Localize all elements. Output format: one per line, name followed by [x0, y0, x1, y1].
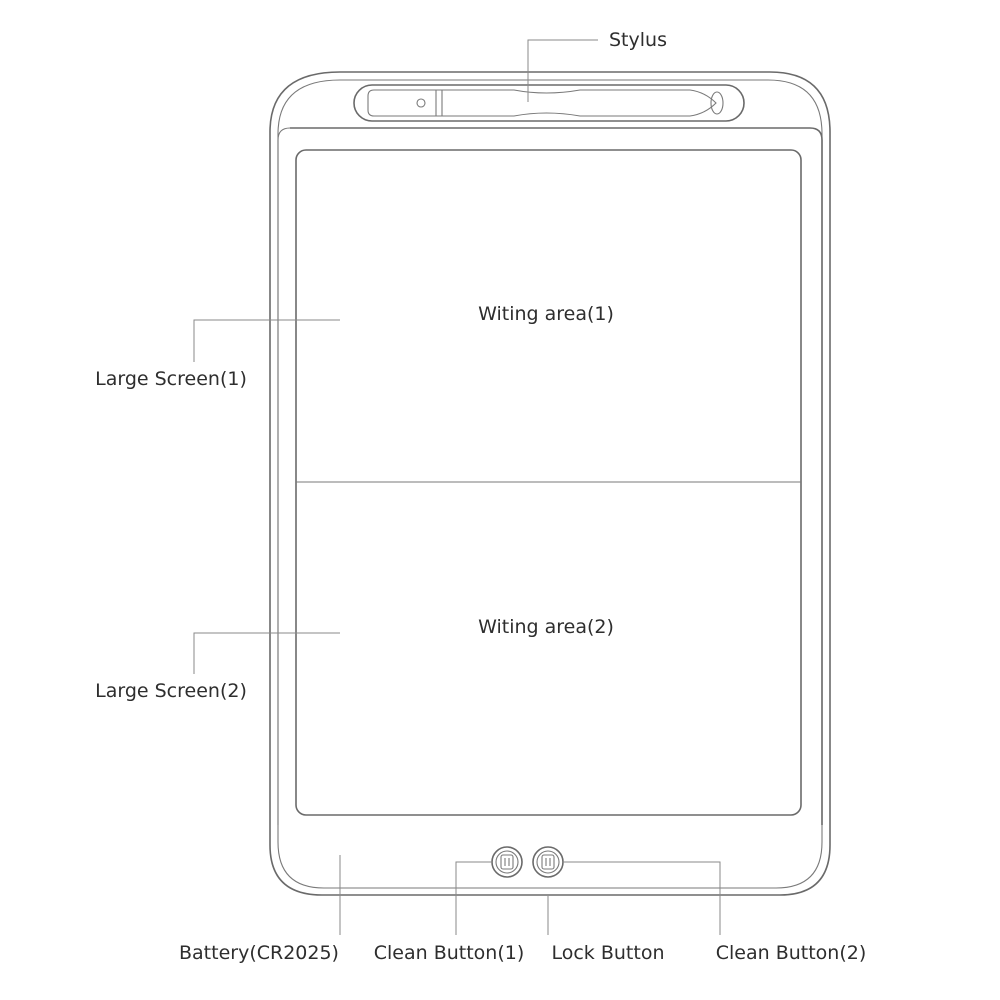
stylus-slot-outline — [353, 84, 745, 122]
label-battery: Battery(CR2025) — [179, 942, 339, 964]
writing-screen: Witing area(1) Witing area(2) — [295, 149, 802, 816]
writing-area-1-label: Witing area(1) — [478, 303, 614, 325]
tablet-outer-frame — [269, 71, 831, 896]
leader-large-screen-2 — [193, 632, 340, 674]
stylus-clip-dot — [416, 98, 426, 108]
leader-clean-button-2 — [563, 861, 721, 935]
clean-button-1[interactable] — [491, 846, 523, 878]
leader-large-screen-1 — [193, 319, 340, 362]
writing-area-2-label: Witing area(2) — [478, 616, 614, 638]
label-large-screen-2: Large Screen(2) — [95, 680, 247, 702]
callout-labels: Stylus Large Screen(1) Large Screen(2) B… — [95, 29, 866, 964]
leader-lines — [193, 39, 721, 935]
screen-bezel — [290, 127, 823, 825]
stylus-body[interactable] — [367, 89, 717, 117]
label-large-screen-1: Large Screen(1) — [95, 368, 247, 390]
tablet-body — [269, 71, 831, 896]
screen-bezel-left — [277, 127, 291, 825]
lock-icon — [541, 854, 555, 870]
label-clean-button-2: Clean Button(2) — [716, 942, 867, 964]
clean-icon — [500, 854, 514, 870]
label-stylus: Stylus — [609, 29, 667, 51]
label-clean-button-1: Clean Button(1) — [374, 942, 525, 964]
leader-clean-button-1 — [455, 861, 492, 935]
label-lock-button: Lock Button — [551, 942, 664, 964]
clean-button-2[interactable] — [532, 846, 564, 878]
leader-stylus — [527, 39, 598, 102]
stylus-slot — [353, 84, 745, 122]
tablet-inner-frame — [277, 79, 823, 889]
stylus-tip — [710, 91, 724, 115]
